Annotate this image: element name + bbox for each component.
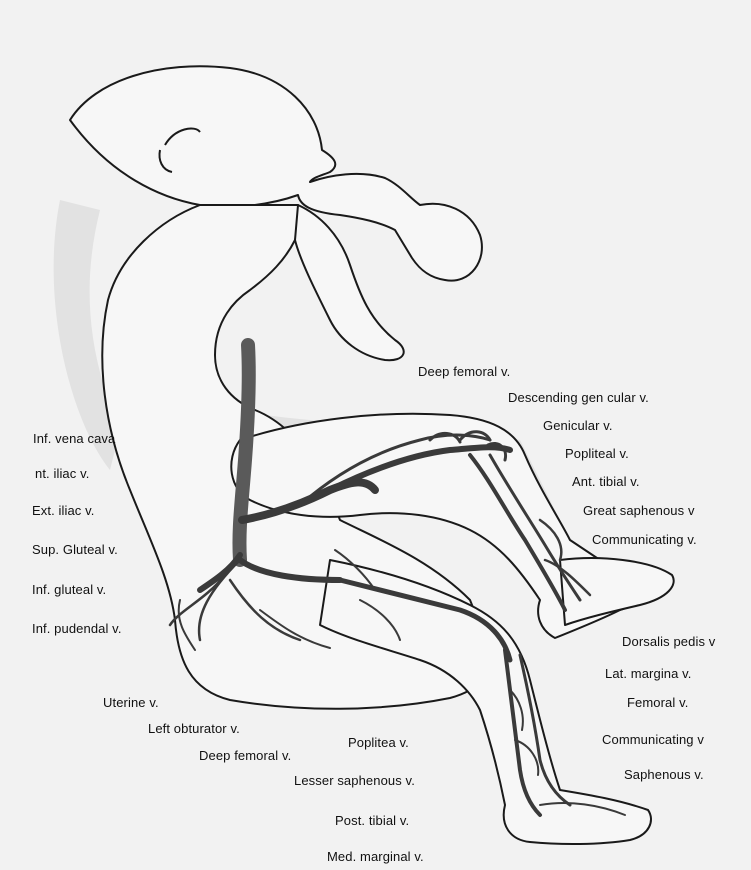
label-descending-genicular: Descending gen cular v. bbox=[508, 390, 649, 405]
label-lesser-saphenous: Lesser saphenous v. bbox=[294, 773, 415, 788]
label-ant-tibial: Ant. tibial v. bbox=[572, 474, 640, 489]
label-post-tibial: Post. tibial v. bbox=[335, 813, 409, 828]
label-communicating-bottom: Communicating v bbox=[602, 732, 704, 747]
label-inf-pudendal: Inf. pudendal v. bbox=[32, 621, 122, 636]
label-uterine: Uterine v. bbox=[103, 695, 159, 710]
label-inf-vena-cava: Inf. vena cava bbox=[33, 431, 115, 446]
label-deep-femoral-top: Deep femoral v. bbox=[418, 364, 510, 379]
label-int-iliac: nt. iliac v. bbox=[35, 466, 89, 481]
label-inf-gluteal: Inf. gluteal v. bbox=[32, 582, 106, 597]
label-saphenous: Saphenous v. bbox=[624, 767, 704, 782]
label-popliteal: Popliteal v. bbox=[565, 446, 629, 461]
label-communicating-top: Communicating v. bbox=[592, 532, 697, 547]
label-femoral: Femoral v. bbox=[627, 695, 688, 710]
label-ext-iliac: Ext. iliac v. bbox=[32, 503, 94, 518]
label-dorsalis-pedis: Dorsalis pedis v bbox=[622, 634, 715, 649]
label-med-marginal: Med. marginal v. bbox=[327, 849, 424, 864]
label-great-saphenous: Great saphenous v bbox=[583, 503, 695, 518]
label-deep-femoral-bottom: Deep femoral v. bbox=[199, 748, 291, 763]
label-left-obturator: Left obturator v. bbox=[148, 721, 240, 736]
label-poplitea: Poplitea v. bbox=[348, 735, 409, 750]
label-sup-gluteal: Sup. Gluteal v. bbox=[32, 542, 118, 557]
label-lat-marginal: Lat. margina v. bbox=[605, 666, 692, 681]
label-genicular: Genicular v. bbox=[543, 418, 613, 433]
